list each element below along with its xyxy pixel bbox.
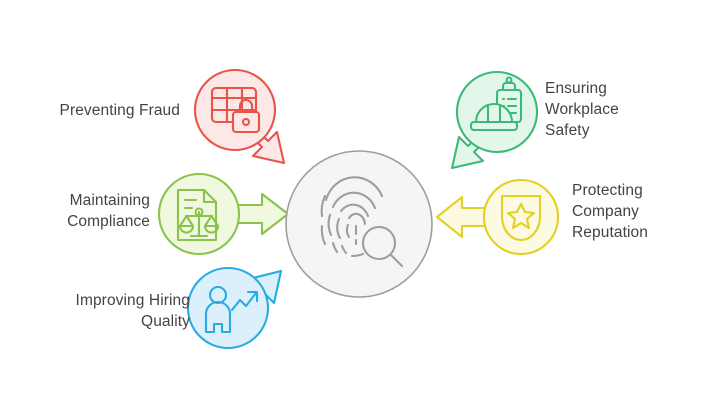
node-improving-hiring-quality[interactable] xyxy=(186,266,270,350)
label-improving-hiring-quality: Improving Hiring Quality xyxy=(75,292,190,330)
node-maintaining-compliance[interactable] xyxy=(157,172,241,256)
node-ensuring-workplace-safety[interactable] xyxy=(455,70,539,154)
label-ensuring-workplace-safety: Ensuring Workplace Safety xyxy=(545,80,619,139)
person-growth-arrow-icon xyxy=(204,285,259,334)
center-hub[interactable] xyxy=(285,150,433,298)
label-preventing-fraud: Preventing Fraud xyxy=(59,102,180,119)
node-preventing-fraud[interactable] xyxy=(193,68,277,152)
center-hub-circle xyxy=(285,150,433,298)
node-protecting-company-reputation[interactable] xyxy=(482,178,560,256)
shield-star-icon xyxy=(500,194,542,242)
label-protecting-company-reputation: Protecting Company Reputation xyxy=(572,182,648,241)
label-maintaining-compliance: Maintaining Compliance xyxy=(67,192,150,230)
fingerprint-magnifier-icon xyxy=(320,176,404,268)
spreadsheet-lock-icon xyxy=(210,86,261,134)
hardhat-clipboard-icon xyxy=(469,76,523,132)
document-scales-icon xyxy=(176,188,220,242)
protecting-company-reputation-circle xyxy=(482,178,560,256)
